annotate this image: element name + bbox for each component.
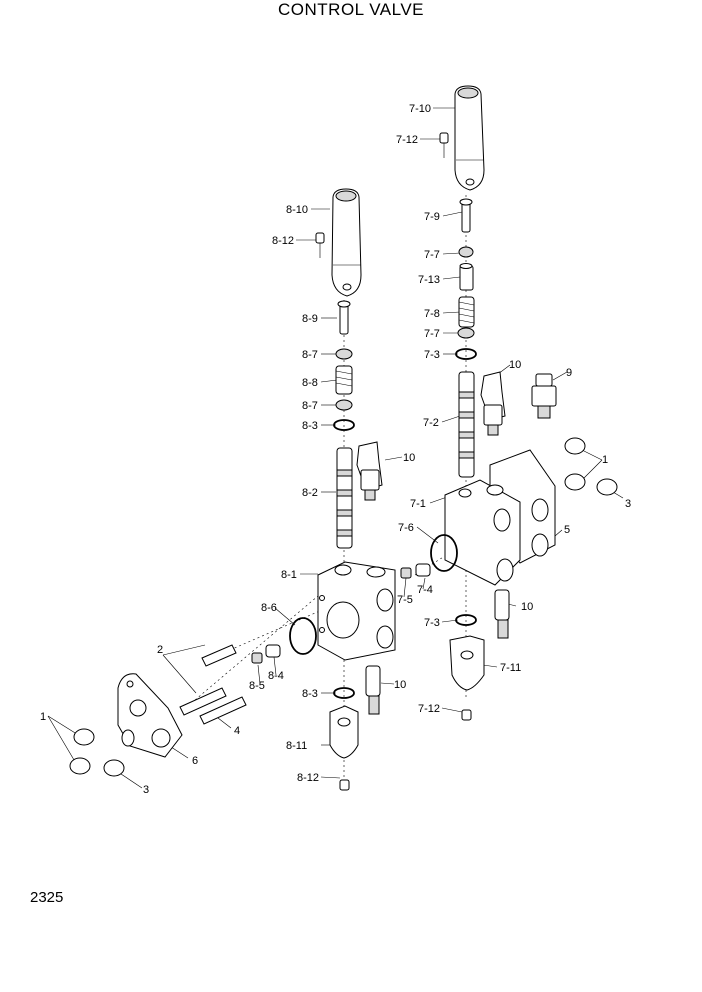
label-3: 3 [143, 784, 149, 796]
seat-7-7a [458, 246, 474, 258]
oring-8-3b [333, 687, 355, 699]
oring-7-6 [430, 534, 458, 572]
valve-10c [356, 441, 383, 501]
oring-7-3b [455, 614, 477, 626]
block-8-1 [317, 561, 396, 661]
label-8-4: 8-4 [268, 670, 284, 682]
valve-10b [494, 589, 510, 639]
plug-8-4 [265, 644, 281, 658]
label-7-4: 7-4 [417, 584, 433, 596]
label-8-3: 8-3 [302, 420, 318, 432]
page-title: CONTROL VALVE [278, 0, 424, 19]
label-8-2: 8-2 [302, 487, 318, 499]
spring-8-8 [335, 365, 353, 395]
cap-3a [596, 478, 618, 496]
oring-7-3a [455, 348, 477, 360]
label-10: 10 [403, 452, 415, 464]
label-7-6: 7-6 [398, 522, 414, 534]
label-7-10: 7-10 [409, 103, 431, 115]
oring-8-3a [333, 419, 355, 431]
label-7-7: 7-7 [424, 328, 440, 340]
label-7-2: 7-2 [423, 417, 439, 429]
label-6: 6 [192, 755, 198, 767]
seat-7-7b [457, 327, 475, 339]
block-7-1 [444, 479, 521, 586]
cap-8-10 [331, 188, 362, 297]
bolts-2 [179, 644, 237, 716]
label-10: 10 [509, 359, 521, 371]
cap-7-10 [454, 85, 485, 191]
bolt-4 [199, 696, 247, 725]
label-7-13: 7-13 [418, 274, 440, 286]
spring-7-8 [458, 296, 475, 328]
screw-7-12b [461, 709, 472, 721]
cap-8-11 [329, 705, 359, 759]
label-7-3: 7-3 [424, 617, 440, 629]
label-7-8: 7-8 [424, 308, 440, 320]
flange-6 [117, 673, 183, 758]
cap-3b [103, 759, 125, 777]
label-1: 1 [602, 454, 608, 466]
screw-7-12 [439, 132, 449, 158]
label-7-3: 7-3 [424, 349, 440, 361]
label-3: 3 [625, 498, 631, 510]
screw-8-12b [339, 779, 350, 791]
valve-10d [365, 665, 381, 715]
label-7-12: 7-12 [418, 703, 440, 715]
plug-7-4 [415, 563, 431, 577]
label-8-10: 8-10 [286, 204, 308, 216]
label-9: 9 [566, 367, 572, 379]
label-8-12: 8-12 [272, 235, 294, 247]
label-8-7: 8-7 [302, 349, 318, 361]
seat-8-7a [335, 348, 353, 360]
caps-1a [564, 437, 586, 491]
label-8-3: 8-3 [302, 688, 318, 700]
sleeve-7-13 [459, 263, 474, 291]
spool-8-9 [337, 300, 351, 335]
label-7-11: 7-11 [500, 662, 521, 674]
label-1: 1 [40, 711, 46, 723]
cap-7-11 [449, 635, 485, 691]
spool-7-9 [459, 198, 473, 233]
label-8-8: 8-8 [302, 377, 318, 389]
label-8-6: 8-6 [261, 602, 277, 614]
spring-8-5 [251, 652, 263, 664]
seat-8-7b [335, 399, 353, 411]
spring-7-5 [400, 567, 412, 579]
label-7-1: 7-1 [410, 498, 426, 510]
label-7-12: 7-12 [396, 134, 418, 146]
callout-labels: 7-10 7-12 7-9 7-7 7-13 7-8 7-7 7-3 10 9 … [40, 103, 631, 796]
oring-8-6 [289, 617, 317, 655]
label-10: 10 [521, 601, 533, 613]
valve-9 [531, 373, 557, 419]
label-2: 2 [157, 644, 163, 656]
spool-7-2 [458, 371, 475, 478]
label-7-7: 7-7 [424, 249, 440, 261]
label-8-12: 8-12 [297, 772, 319, 784]
label-8-7: 8-7 [302, 400, 318, 412]
label-4: 4 [234, 725, 240, 737]
label-10: 10 [394, 679, 406, 691]
caps-1b [69, 728, 95, 775]
label-8-9: 8-9 [302, 313, 318, 325]
label-8-1: 8-1 [281, 569, 297, 581]
valve-10a [480, 371, 506, 436]
label-7-9: 7-9 [424, 211, 440, 223]
label-8-11: 8-11 [286, 740, 307, 752]
label-8-5: 8-5 [249, 680, 265, 692]
spool-8-2 [336, 447, 353, 549]
screw-8-12 [315, 232, 325, 258]
page-number: 2325 [30, 889, 64, 906]
label-7-5: 7-5 [397, 594, 413, 606]
label-5: 5 [564, 524, 570, 536]
